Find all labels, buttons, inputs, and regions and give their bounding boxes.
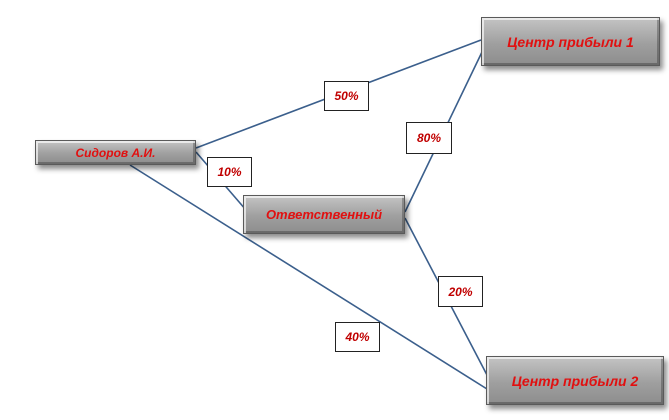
edge-label-person-responsible: 10% <box>207 157 252 187</box>
node-person-label: Сидоров А.И. <box>75 145 156 160</box>
node-responsible-label: Ответственный <box>265 207 383 222</box>
node-responsible[interactable]: Ответственный <box>243 195 405 234</box>
edge-label-person-pc1: 50% <box>324 81 369 111</box>
connector-person-to-pc2 <box>129 164 488 390</box>
edge-label-person-pc2: 40% <box>335 322 380 352</box>
node-profit-center-1[interactable]: Центр прибыли 1 <box>481 17 660 66</box>
node-person[interactable]: Сидоров А.И. <box>35 140 196 165</box>
edge-label-responsible-pc2: 20% <box>438 276 483 307</box>
edge-label-responsible-pc1: 80% <box>406 122 452 154</box>
node-profit-center-2-label: Центр прибыли 2 <box>511 372 639 389</box>
node-profit-center-2[interactable]: Центр прибыли 2 <box>486 356 664 405</box>
node-profit-center-1-label: Центр прибыли 1 <box>507 33 634 50</box>
